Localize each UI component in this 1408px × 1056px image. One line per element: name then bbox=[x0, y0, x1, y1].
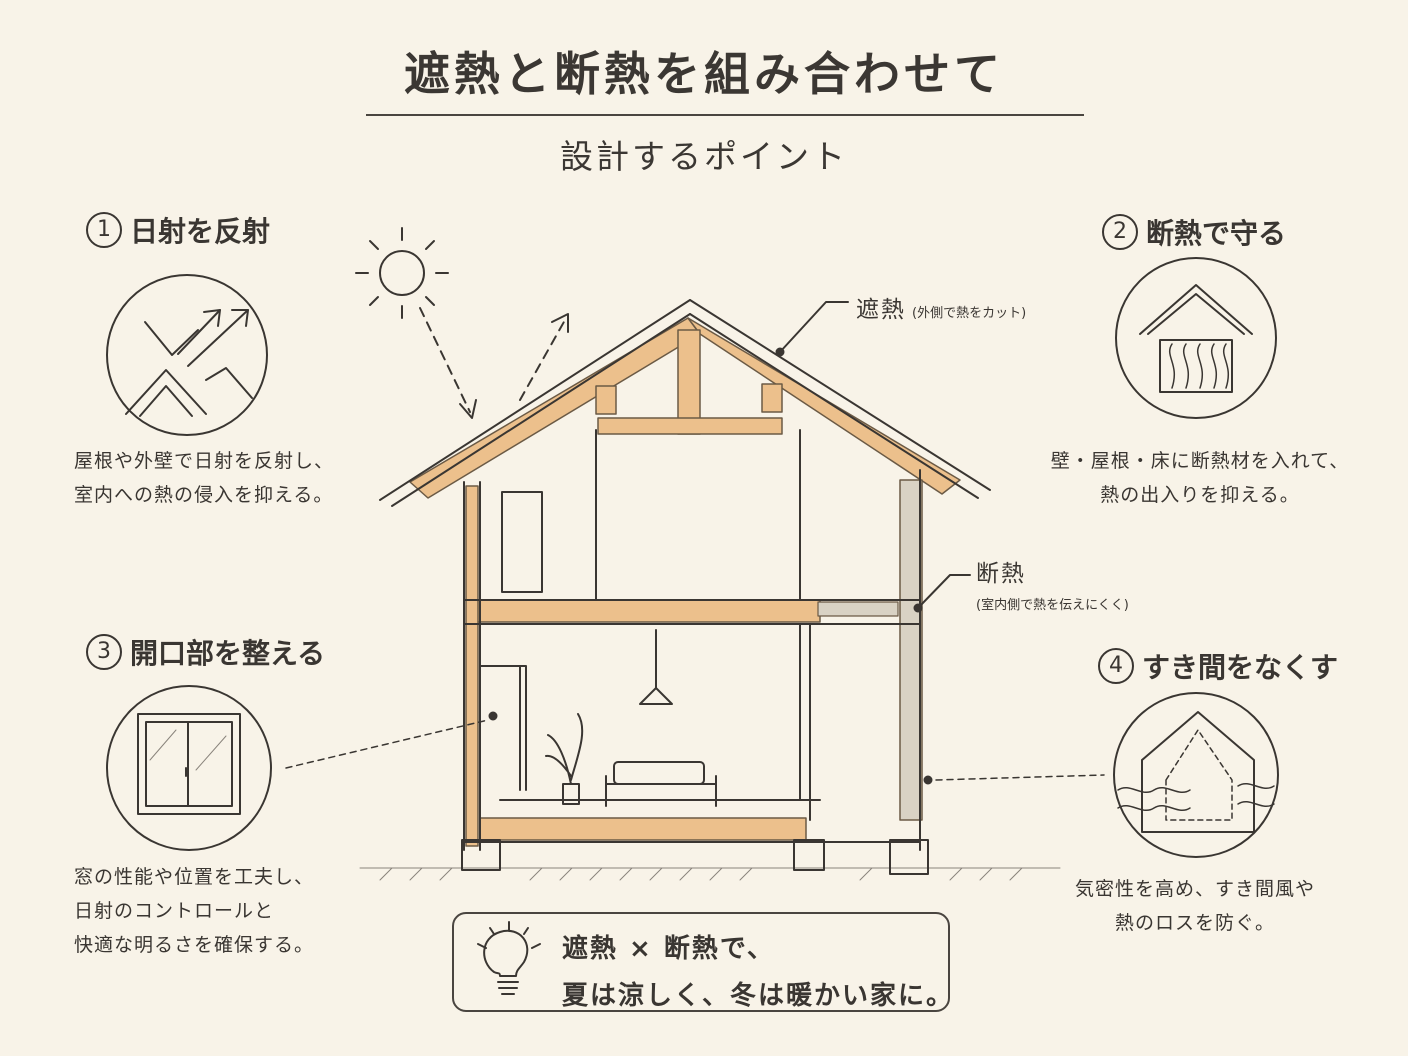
section-4-desc-line: 気密性を高め、すき間風や bbox=[1074, 878, 1315, 900]
section-1-number: 1 bbox=[86, 212, 122, 248]
section-3-description: 窓の性能や位置を工夫し、 日射のコントロールと 快適な明るさを確保する。 bbox=[74, 860, 314, 962]
callout-shanetsu: 遮熱 (外側で熱をカット) bbox=[856, 290, 1026, 324]
callout-dannetsu-main: 断熱 bbox=[976, 561, 1026, 587]
sun-icon bbox=[355, 227, 449, 319]
callout-dannetsu-sub: (室内側で熱を伝えにくく) bbox=[976, 598, 1129, 613]
section-3-title: 開口部を整える bbox=[130, 637, 326, 670]
section-4-desc-line: 熱のロスを防ぐ。 bbox=[1114, 912, 1275, 934]
callout-dannetsu: 断熱 (室内側で熱を伝えにくく) bbox=[976, 554, 1129, 613]
section-1-heading: 1 日射を反射 bbox=[86, 210, 270, 250]
insulation-wall bbox=[899, 479, 923, 821]
title-divider bbox=[366, 114, 1084, 116]
section-1-description: 屋根や外壁で日射を反射し、 室内への熱の侵入を抑える。 bbox=[74, 444, 334, 512]
section-3-desc-line: 快適な明るさを確保する。 bbox=[74, 934, 315, 956]
section-1-desc-line: 屋根や外壁で日射を反射し、 bbox=[74, 450, 335, 472]
lightbulb-icon bbox=[477, 921, 541, 995]
section-3-heading: 3 開口部を整える bbox=[86, 632, 325, 672]
section-2-description: 壁・屋根・床に断熱材を入れて、 熱の出入りを抑える。 bbox=[1040, 444, 1360, 512]
summary-text: 遮熱 × 断熱で、 夏は涼しく、冬は暖かい家に。 bbox=[562, 928, 954, 1012]
section-3-desc-line: 日射のコントロールと bbox=[74, 900, 275, 922]
section-1-title: 日射を反射 bbox=[130, 215, 271, 248]
section-4-title: すき間をなくす bbox=[1142, 651, 1339, 684]
callout-shanetsu-main: 遮熱 bbox=[856, 297, 906, 323]
reflect-roof-icon bbox=[106, 274, 268, 436]
section-1-desc-line: 室内への熱の侵入を抑える。 bbox=[74, 484, 334, 506]
callout-shanetsu-sub: (外側で熱をカット) bbox=[912, 306, 1027, 321]
section-2-heading: 2 断熱で守る bbox=[1102, 212, 1286, 252]
page-title: 遮熱と断熱を組み合わせて bbox=[404, 47, 1004, 101]
sun-ray-arrows bbox=[419, 307, 566, 413]
house-section-drawing bbox=[379, 299, 991, 875]
ground-hatch bbox=[359, 867, 1061, 881]
summary-box bbox=[452, 912, 950, 1012]
section-2-title: 断熱で守る bbox=[1146, 217, 1287, 250]
page-subtitle: 設計するポイント bbox=[560, 137, 848, 176]
window-icon bbox=[106, 685, 272, 851]
section-3-desc-line: 窓の性能や位置を工夫し、 bbox=[74, 866, 315, 888]
section-2-desc-line: 熱の出入りを抑える。 bbox=[1100, 484, 1300, 506]
insulated-house-icon bbox=[1115, 257, 1277, 419]
section-4-number: 4 bbox=[1098, 648, 1134, 684]
airtight-house-icon bbox=[1113, 692, 1279, 858]
summary-line-2: 夏は涼しく、冬は暖かい家に。 bbox=[562, 981, 955, 1011]
summary-line-1: 遮熱 × 断熱で、 bbox=[562, 934, 775, 964]
section-2-number: 2 bbox=[1102, 214, 1138, 250]
section-3-number: 3 bbox=[86, 634, 122, 670]
section-2-desc-line: 壁・屋根・床に断熱材を入れて、 bbox=[1050, 450, 1350, 472]
section-4-heading: 4 すき間をなくす bbox=[1098, 646, 1338, 686]
section-4-description: 気密性を高め、すき間風や 熱のロスを防ぐ。 bbox=[1040, 872, 1350, 940]
